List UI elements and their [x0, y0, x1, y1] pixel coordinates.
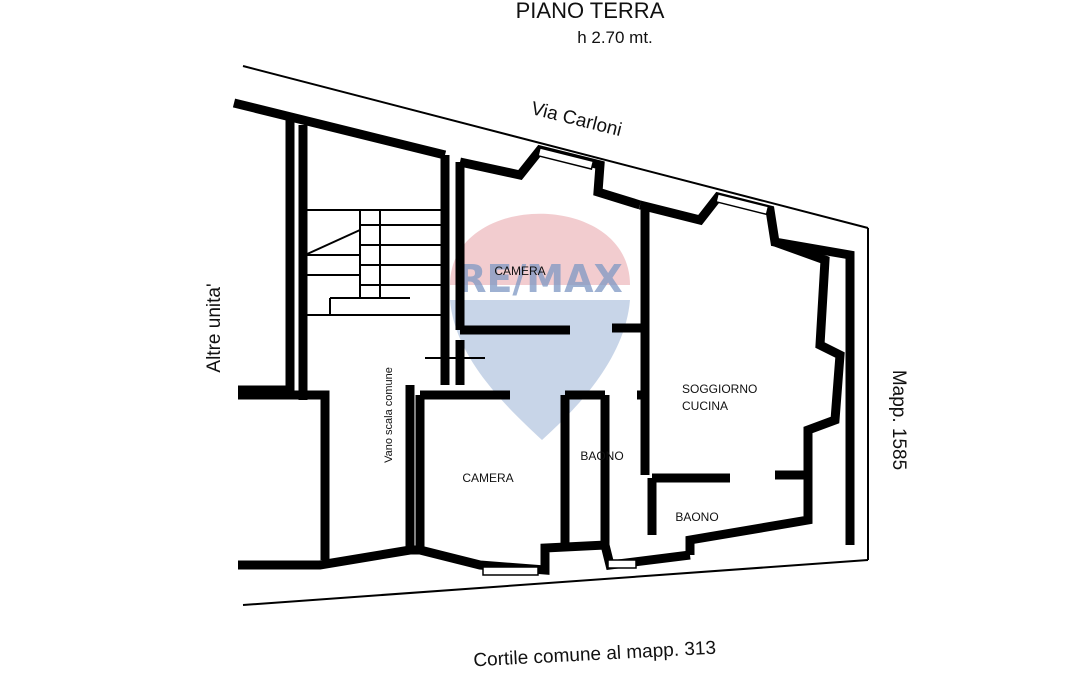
room-living-line1: SOGGIORNO [682, 382, 757, 396]
courtyard-label: Cortile comune al mapp. 313 [473, 638, 717, 672]
room-stairwell: Vano scala comune [383, 367, 395, 463]
stair-flight [304, 209, 485, 359]
ceiling-height: h 2.70 mt. [577, 28, 653, 47]
plan-title: PIANO TERRA [516, 0, 665, 23]
left-unit-label: Altre unita' [204, 283, 225, 372]
street-label: Via Carloni [529, 98, 624, 141]
room-camera-bottom: CAMERA [462, 471, 513, 485]
windows [482, 147, 770, 576]
watermark-text: RE/MAX [457, 257, 623, 301]
room-camera-top: CAMERA [494, 264, 545, 278]
right-parcel-label: Mapp. 1585 [888, 370, 909, 470]
remax-watermark: RE/MAX [450, 213, 630, 440]
room-bathroom-middle: BAONO [580, 449, 623, 463]
room-living-line2: CUCINA [682, 399, 728, 413]
boundary-lines [242, 65, 869, 606]
room-bathroom-right: BAONO [675, 510, 718, 524]
